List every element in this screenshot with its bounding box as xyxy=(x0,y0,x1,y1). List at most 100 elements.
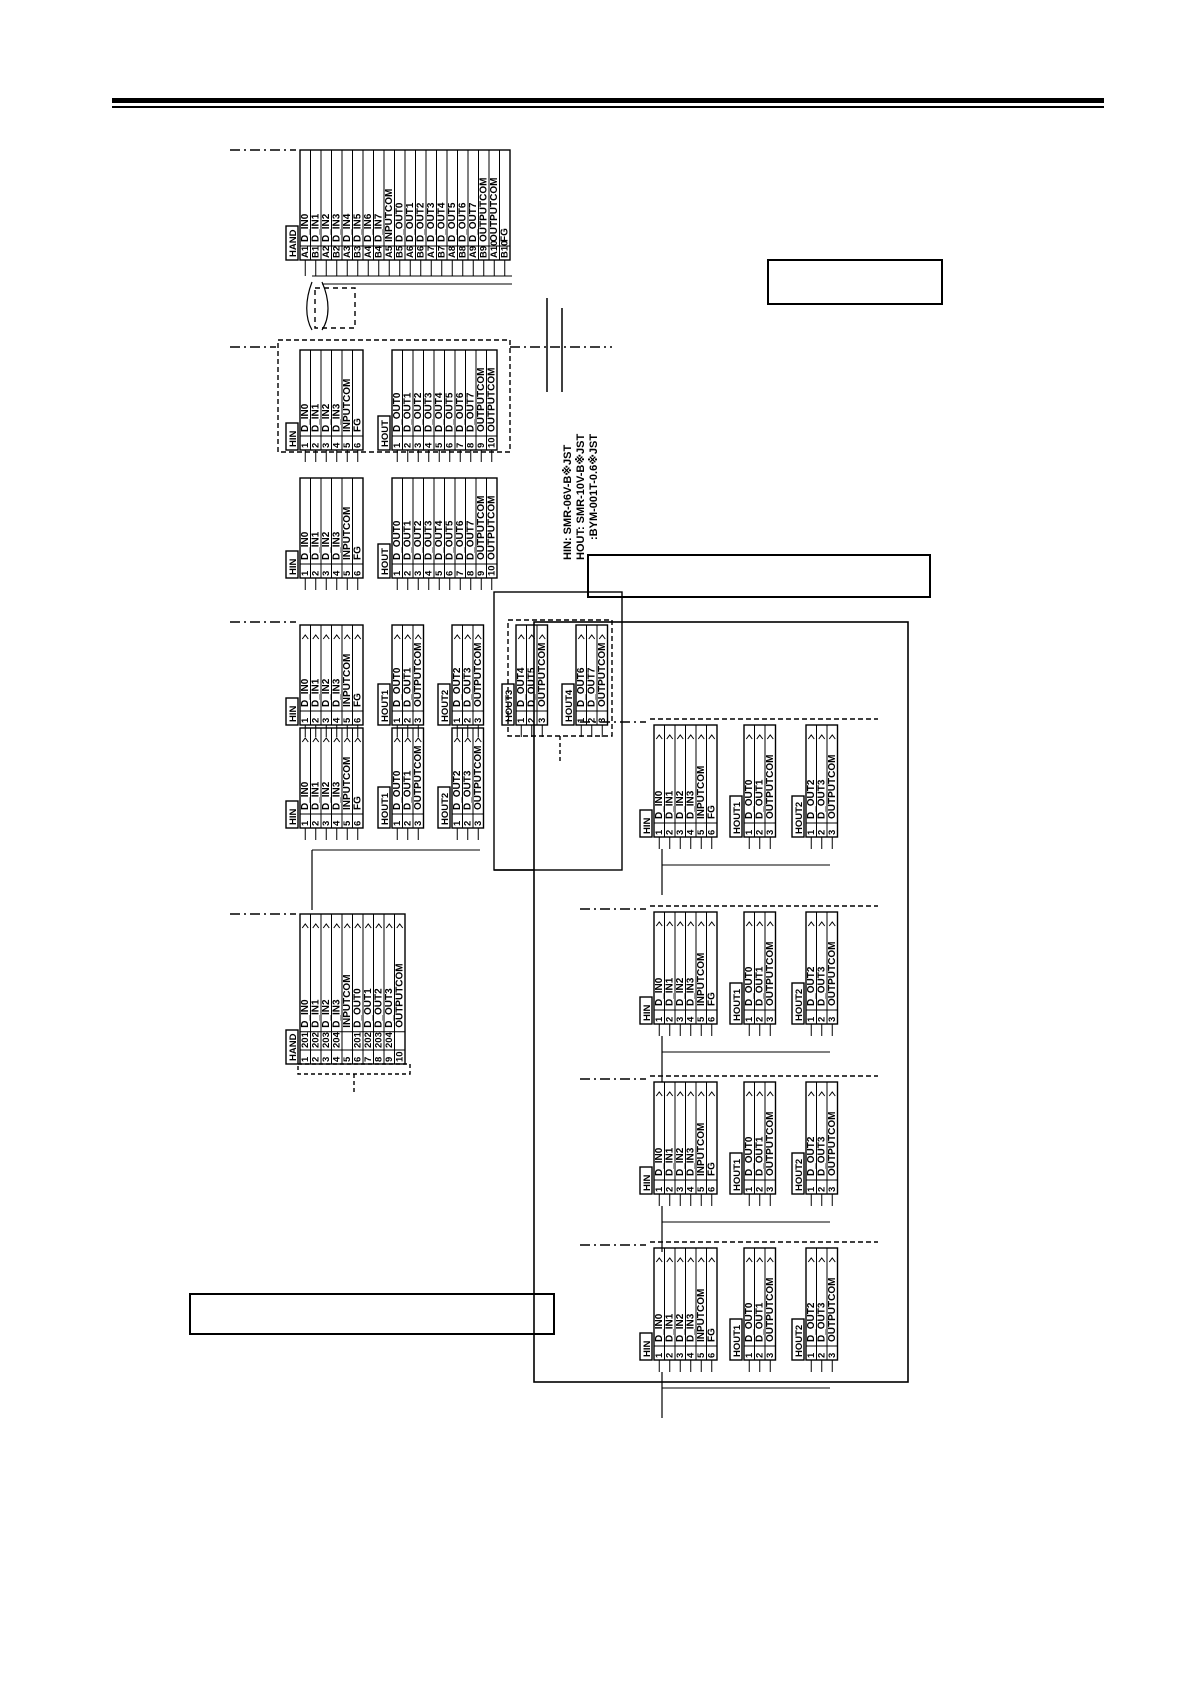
connector-label: HOUT2 xyxy=(440,793,451,825)
pin-arrow xyxy=(312,923,320,929)
pin-number: 6 xyxy=(707,1187,718,1192)
pin-number: A2 xyxy=(321,246,332,258)
pin-arrow xyxy=(766,1091,774,1097)
pin-number: 1 xyxy=(806,829,817,835)
hout1-connector-group-2-tag xyxy=(729,982,743,1025)
pin-number: 3 xyxy=(321,718,332,723)
pin-arrow xyxy=(655,1091,663,1097)
signal-name: D_OUT0 xyxy=(353,988,364,1028)
hin-hout-group-frame xyxy=(277,339,511,453)
pin-number: 1 xyxy=(392,442,403,448)
signal-name: FG xyxy=(707,1328,718,1342)
pin-number: 2 xyxy=(817,1353,828,1358)
signal-name: D_IN2 xyxy=(321,781,332,810)
header-rule-thick xyxy=(112,98,1104,103)
pin-arrow xyxy=(745,1257,753,1263)
signal-name: FG xyxy=(353,693,364,707)
pin-number: 1 xyxy=(300,570,311,576)
pin-number: 3 xyxy=(675,830,686,835)
signal-name: INPUTCOM xyxy=(342,379,353,432)
pin-code: 204 xyxy=(384,1031,395,1048)
pin-arrow xyxy=(766,1257,774,1263)
pin-number: A10 xyxy=(489,241,500,258)
pin-arrow xyxy=(756,1091,764,1097)
signal-name: D_OUT1 xyxy=(403,770,414,810)
signal-name: D_IN0 xyxy=(654,1313,665,1342)
pin-number: 4 xyxy=(332,717,343,723)
signal-name: D_IN0 xyxy=(300,678,311,707)
pin-number: A6 xyxy=(405,246,416,258)
connector-label: HAND xyxy=(288,1033,299,1061)
pin-arrow xyxy=(687,1257,695,1263)
pin-number: 5 xyxy=(342,820,353,826)
pin-arrow xyxy=(333,923,341,929)
connector-label: HOUT1 xyxy=(732,801,743,834)
pin-number: 5 xyxy=(342,1056,353,1062)
pin-arrow xyxy=(396,923,404,929)
pin-number: 2 xyxy=(755,830,766,835)
pin-arrow xyxy=(687,734,695,740)
signal-name: D_IN3 xyxy=(332,999,343,1028)
pin-arrow xyxy=(697,1257,705,1263)
signal-name: OUTPUTCOM xyxy=(395,963,406,1027)
hin-connector-group-1-tag xyxy=(639,809,653,838)
signal-name: D_IN7 xyxy=(374,213,385,242)
signal-name: D_IN3 xyxy=(686,1147,697,1176)
connector-label: HOUT2 xyxy=(794,1325,805,1357)
signal-name: OUTPUTCOM xyxy=(487,368,498,432)
pin-arrow xyxy=(588,634,596,640)
signal-name: D_OUT2 xyxy=(416,202,427,242)
pin-number: 8 xyxy=(466,443,477,448)
pin-arrow xyxy=(766,734,774,740)
pin-number: 5 xyxy=(342,717,353,723)
pin-number: 1 xyxy=(654,1352,665,1358)
signal-name: D_OUT0 xyxy=(392,392,403,432)
pin-number: 4 xyxy=(332,1056,343,1062)
pin-arrow xyxy=(666,734,674,740)
connector-label: HIN xyxy=(288,431,299,448)
signal-name: D_IN0 xyxy=(654,1147,665,1176)
pin-number: 6 xyxy=(353,1057,364,1062)
pin-arrow xyxy=(687,1091,695,1097)
pin-number: 1 xyxy=(300,820,311,826)
signal-name: D_OUT5 xyxy=(445,392,456,432)
signal-name: D_IN2 xyxy=(321,531,332,560)
pin-arrow xyxy=(655,921,663,927)
hout1-connector-d-tag xyxy=(377,786,391,829)
pin-code: 202 xyxy=(311,1032,322,1048)
signal-name: D_OUT3 xyxy=(463,667,474,707)
signal-name: D_OUT2 xyxy=(806,779,817,819)
signal-name: D_OUT4 xyxy=(434,520,445,560)
hin-connector-c-tag xyxy=(285,697,299,726)
pin-number: 1 xyxy=(452,820,463,826)
pin-number: 2 xyxy=(665,1353,676,1358)
connector-label: HOUT1 xyxy=(380,792,391,825)
pin-number: 2 xyxy=(755,1187,766,1192)
pin-number: 6 xyxy=(707,1017,718,1022)
pin-arrow xyxy=(745,921,753,927)
pin-number: B3 xyxy=(353,246,364,258)
signal-name: D_OUT0 xyxy=(392,667,403,707)
pin-arrow xyxy=(708,1257,716,1263)
pin-number: 3 xyxy=(473,821,484,826)
pin-number: 3 xyxy=(321,443,332,448)
pin-number: 3 xyxy=(827,1017,838,1022)
pin-number: 2 xyxy=(403,443,414,448)
signal-name: D_OUT5 xyxy=(447,202,458,242)
pin-arrow xyxy=(756,1257,764,1263)
signal-name: D_OUT4 xyxy=(516,667,527,707)
signal-name: OUTPUTCOM xyxy=(827,1112,838,1176)
pin-number: 3 xyxy=(765,1353,776,1358)
pin-number: 2 xyxy=(311,571,322,576)
hout-connector-a-tag xyxy=(377,415,391,451)
hout4-connector-tag xyxy=(561,683,575,726)
pin-number: B1 xyxy=(311,245,322,258)
signal-name: INPUTCOM xyxy=(342,654,353,707)
pin-number: B7 xyxy=(437,246,448,258)
pin-number: 5 xyxy=(696,1186,707,1192)
pin-number: 5 xyxy=(434,442,445,448)
pin-arrow xyxy=(354,737,362,743)
hand-connector-10-tag xyxy=(285,1029,299,1065)
signal-name: OUTPUTCOM xyxy=(827,755,838,819)
